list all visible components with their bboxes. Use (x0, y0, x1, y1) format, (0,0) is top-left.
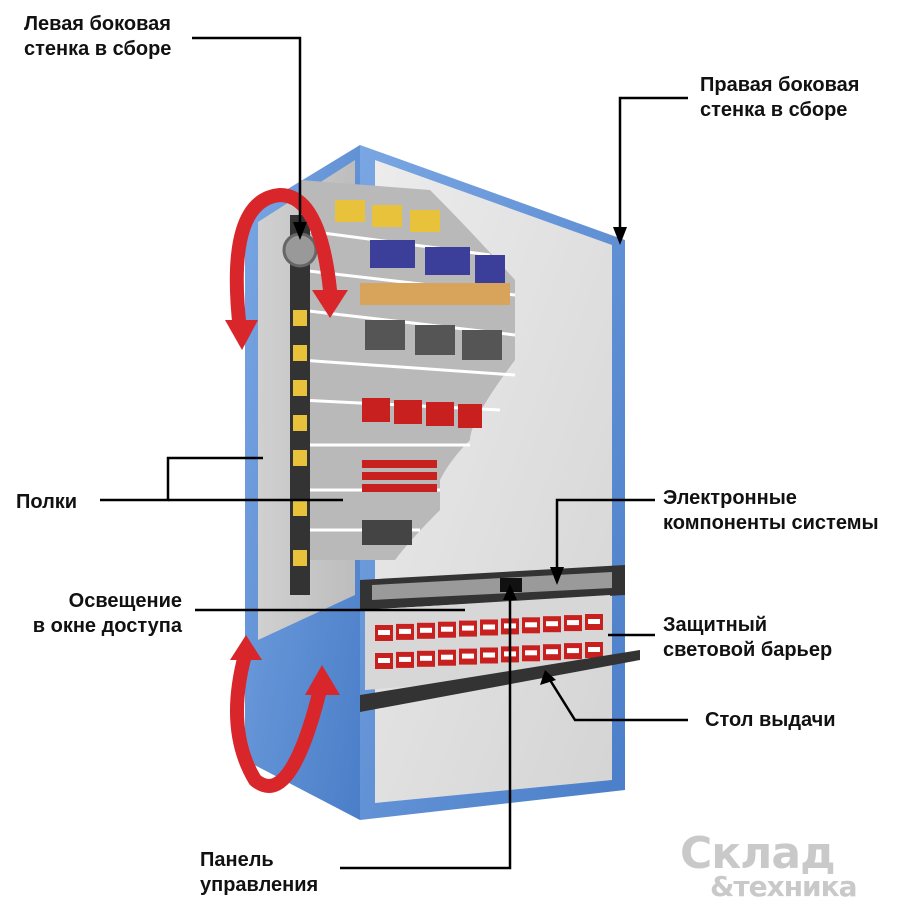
label-shelves: Полки (16, 490, 77, 515)
access-bin-label (567, 648, 579, 653)
access-bin-label (441, 627, 453, 632)
access-bin-label (378, 630, 390, 635)
access-bin-label (546, 621, 558, 626)
access-bin-label (420, 656, 432, 661)
access-bin-label (462, 626, 474, 631)
access-bin-label (462, 654, 474, 659)
access-bin-label (483, 625, 495, 630)
access-bin-label (525, 650, 537, 655)
access-bin-label (420, 628, 432, 633)
label-light-barrier: Защитный световой барьер (663, 613, 832, 663)
label-left-side-wall: Левая боковая стенка в сборе (24, 12, 171, 62)
label-delivery-table: Стол выдачи (705, 708, 836, 733)
access-bin-label (399, 629, 411, 634)
label-electronics: Электронные компоненты системы (663, 486, 879, 536)
access-bin-label (525, 622, 537, 627)
access-bin-label (441, 655, 453, 660)
label-lighting: Освещение в окне доступа (20, 589, 182, 639)
access-bin-label (567, 620, 579, 625)
label-control-panel: Панель управления (200, 848, 318, 898)
watermark-line2: &техника (710, 872, 857, 902)
access-bin-label (483, 653, 495, 658)
access-bin-label (588, 619, 600, 624)
watermark-logo: Склад &техника (680, 832, 890, 902)
access-bin-label (546, 649, 558, 654)
access-bin-label (378, 658, 390, 663)
access-bin-label (399, 657, 411, 662)
label-right-side-wall: Правая боковая стенка в сборе (700, 73, 859, 123)
access-bin-label (588, 647, 600, 652)
